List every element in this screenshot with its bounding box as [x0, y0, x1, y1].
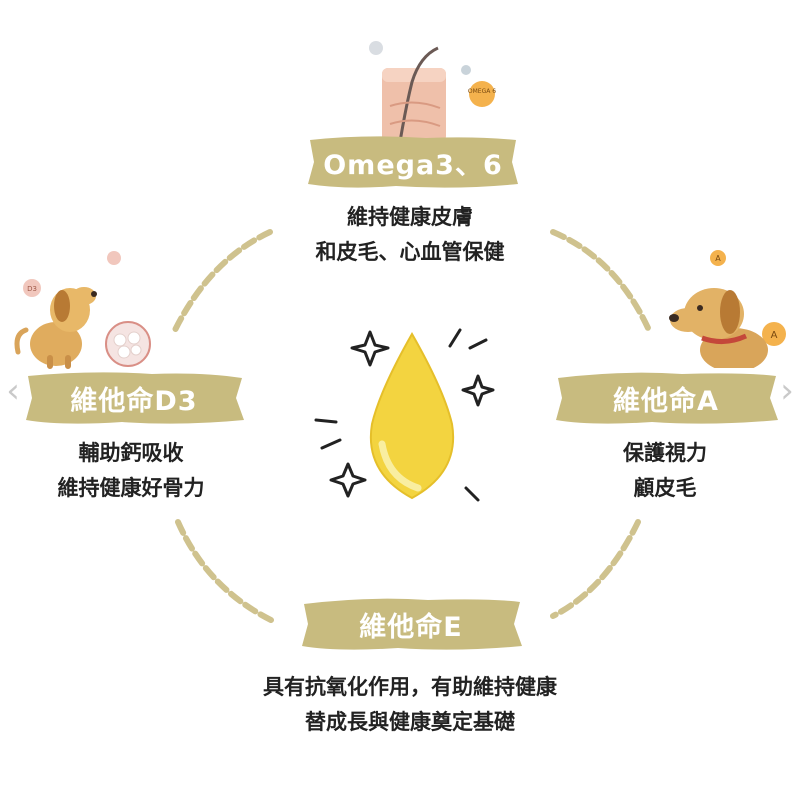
omega-title: Omega3、6 — [323, 149, 503, 181]
vitamin-e-line-1: 具有抗氧化作用，有助維持健康 — [263, 675, 557, 699]
dog-icon: D3 — [14, 251, 151, 369]
arc-top-left — [172, 229, 273, 333]
vitamin-a-line-1: 保護視力 — [623, 441, 707, 465]
oil-drop-icon — [314, 328, 495, 502]
omega-badge: OMEGA 6 — [468, 88, 496, 95]
vitamin-e-description: 具有抗氧化作用，有助維持健康 替成長與健康奠定基礎 — [190, 670, 630, 740]
vitamin-d3-description: 輔助鈣吸收 維持健康好骨力 — [18, 436, 244, 506]
bone-icon — [113, 331, 142, 359]
vitamin-d3-title: 維他命D3 — [70, 385, 198, 417]
omega-banner: Omega3、6 — [306, 134, 520, 190]
chevron-right-icon[interactable]: › — [780, 371, 794, 411]
dog-icon: A A — [669, 250, 786, 368]
vitamin-e-line-2: 替成長與健康奠定基礎 — [305, 710, 515, 734]
sparkle-icon — [329, 330, 495, 498]
vitamin-a-title: 維他命A — [613, 385, 719, 417]
a-badge-side: A — [771, 330, 778, 341]
vitamin-d3-line-1: 輔助鈣吸收 — [78, 441, 184, 465]
a-badge-top: A — [715, 254, 721, 263]
vitamin-d3-line-2: 維持健康好骨力 — [57, 476, 205, 500]
skin-icon: OMEGA 6 — [369, 41, 496, 143]
vitamin-a-banner: 維他命A — [552, 370, 780, 426]
omega-line-1: 維持健康皮膚 — [347, 205, 473, 229]
vitamin-e-banner: 維他命E — [298, 596, 524, 652]
omega-description: 維持健康皮膚 和皮毛、心血管保健 — [250, 200, 570, 270]
d3-badge: D3 — [27, 285, 37, 293]
vitamin-e-title: 維他命E — [359, 611, 463, 643]
vitamin-a-description: 保護視力 顧皮毛 — [560, 436, 770, 506]
arc-top-right — [550, 229, 651, 331]
arc-bottom-left — [175, 519, 278, 625]
vitamin-d3-banner: 維他命D3 — [22, 370, 246, 426]
vitamin-a-line-2: 顧皮毛 — [633, 476, 697, 500]
arc-bottom-right — [550, 519, 641, 619]
chevron-left-icon[interactable]: ‹ — [6, 371, 20, 411]
omega-line-2: 和皮毛、心血管保健 — [315, 240, 505, 264]
